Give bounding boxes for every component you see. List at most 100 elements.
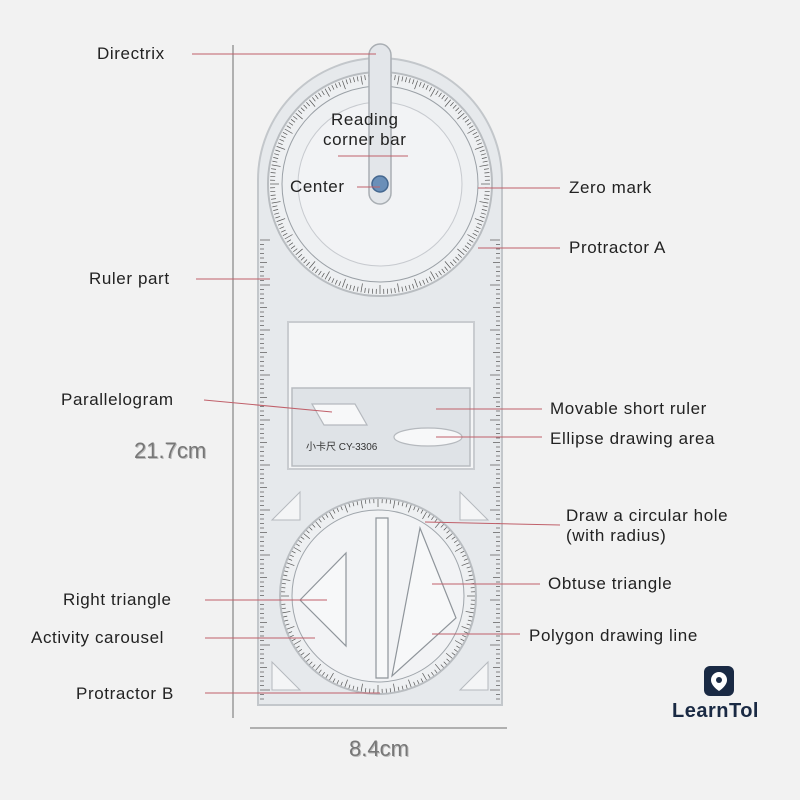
tick-mark	[431, 516, 434, 521]
tick-mark	[452, 259, 457, 264]
learntol-logo-icon	[704, 666, 734, 696]
tick-mark	[284, 619, 289, 622]
tick-mark	[422, 511, 427, 520]
tick-mark	[408, 504, 412, 513]
tick-mark	[279, 138, 285, 142]
protractor-a-ticks	[270, 74, 490, 294]
tick-mark	[484, 194, 490, 196]
tick-mark	[322, 671, 325, 676]
tick-mark	[467, 619, 472, 622]
tick-mark	[466, 242, 472, 246]
tick-mark	[435, 90, 439, 96]
tick-mark	[475, 226, 481, 230]
tick-mark	[465, 611, 474, 614]
tick-mark	[352, 502, 355, 507]
tick-mark	[312, 266, 316, 271]
tick-mark	[336, 507, 340, 512]
tick-mark	[412, 283, 415, 289]
tick-mark	[309, 527, 313, 531]
tick-mark	[428, 86, 432, 92]
tick-mark	[368, 288, 370, 294]
tick-mark	[274, 212, 280, 215]
tick-mark	[390, 288, 392, 294]
tick-mark	[328, 86, 332, 92]
tick-mark	[393, 500, 396, 509]
corner-hole-tr	[459, 490, 490, 521]
tick-mark	[296, 645, 300, 649]
tick-mark	[298, 110, 303, 115]
tick-mark	[420, 509, 424, 514]
tick-mark	[413, 506, 416, 511]
tick-mark	[315, 268, 319, 274]
tick-mark	[303, 104, 308, 109]
tick-mark	[405, 77, 407, 83]
tick-mark	[275, 216, 281, 219]
tick-mark	[283, 574, 288, 577]
tick-mark	[364, 287, 366, 293]
tick-mark	[356, 76, 359, 82]
tick-mark	[467, 234, 476, 240]
tick-mark	[288, 631, 293, 634]
tick-mark	[401, 76, 404, 82]
tick-mark	[324, 88, 330, 97]
label-protractor-a: Protractor A	[569, 238, 666, 257]
tick-mark	[342, 278, 346, 288]
tick-mark	[455, 107, 460, 112]
tick-mark	[420, 678, 424, 683]
tick-mark	[449, 261, 454, 266]
tick-mark	[440, 524, 444, 528]
tick-mark	[345, 79, 348, 85]
tick-mark	[427, 514, 431, 518]
tick-mark	[364, 499, 367, 504]
tick-mark	[464, 119, 470, 123]
tick-mark	[332, 678, 336, 683]
tick-mark	[452, 104, 457, 109]
tick-mark	[482, 205, 488, 208]
tick-mark	[408, 679, 412, 688]
tick-mark	[289, 634, 294, 638]
tick-mark	[360, 283, 363, 293]
leader-lines	[192, 53, 561, 694]
tick-mark	[344, 504, 348, 513]
tick-mark	[284, 234, 293, 240]
tick-mark	[453, 540, 458, 543]
tick-mark	[480, 212, 486, 215]
model-number: 小卡尺 CY-3306	[306, 442, 378, 453]
tick-mark	[445, 533, 453, 540]
tick-mark	[353, 77, 355, 83]
tick-mark	[483, 198, 489, 200]
tick-mark	[413, 681, 416, 686]
side-ruler-ticks	[260, 239, 500, 700]
tick-mark	[474, 218, 484, 222]
tick-mark	[344, 679, 348, 688]
tick-mark	[352, 685, 355, 690]
label-circular-hole: Draw a circular hole (with radius)	[566, 506, 729, 545]
tick-mark	[451, 536, 456, 540]
tick-mark	[466, 566, 471, 569]
tick-mark	[438, 270, 442, 276]
tick-mark	[324, 271, 330, 280]
tick-mark	[414, 80, 418, 90]
tick-mark	[309, 661, 313, 665]
tick-mark	[290, 119, 296, 123]
tick-mark	[272, 205, 278, 208]
tick-mark	[454, 640, 463, 645]
tick-mark	[444, 99, 451, 107]
tick-mark	[348, 684, 351, 689]
tick-mark	[340, 506, 343, 511]
tick-mark	[462, 248, 467, 252]
tick-mark	[353, 285, 355, 291]
tick-mark	[479, 164, 489, 167]
tick-mark	[482, 160, 488, 163]
tick-mark	[293, 640, 302, 645]
tick-mark	[462, 554, 467, 558]
tick-mark	[416, 507, 420, 512]
tick-mark	[318, 92, 322, 98]
tick-mark	[408, 78, 411, 84]
tick-mark	[456, 645, 460, 649]
brand-name: LearnTol	[672, 700, 759, 722]
tick-mark	[477, 223, 483, 226]
tick-mark	[428, 276, 432, 282]
label-parallelogram: Parallelogram	[61, 390, 174, 409]
tick-mark	[479, 149, 485, 152]
